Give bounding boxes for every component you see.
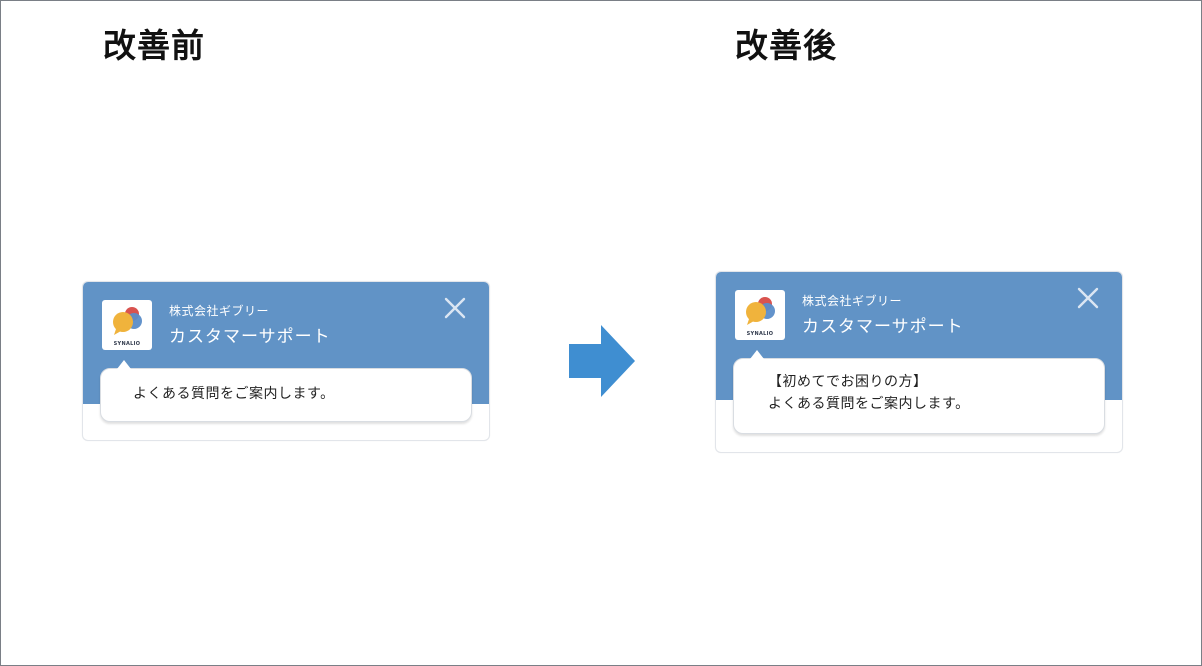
logo-wordmark: SYNALIO <box>113 341 141 347</box>
chat-widget-after: SYNALIO 株式会社ギブリー カスタマーサポート 【初めてでお困りの方】 よ… <box>715 271 1123 453</box>
before-heading: 改善前 <box>103 26 205 65</box>
bubble-tail <box>117 360 131 369</box>
message-line: よくある質問をご案内します。 <box>768 396 970 412</box>
message-bubble[interactable]: よくある質問をご案内します。 <box>100 360 472 422</box>
company-name: 株式会社ギブリー <box>802 294 903 308</box>
close-icon[interactable] <box>443 296 467 320</box>
logo-speech-bubbles-icon <box>746 297 775 325</box>
message-bubble[interactable]: 【初めてでお困りの方】 よくある質問をご案内します。 <box>733 350 1105 434</box>
message-text: よくある質問をご案内します。 <box>133 383 335 405</box>
company-name: 株式会社ギブリー <box>169 304 270 318</box>
synalio-logo: SYNALIO <box>735 290 785 340</box>
service-name: カスタマーサポート <box>169 327 331 347</box>
bubble-tail <box>750 350 764 359</box>
service-name: カスタマーサポート <box>802 317 964 337</box>
synalio-logo: SYNALIO <box>102 300 152 350</box>
logo-speech-bubbles-icon <box>113 307 142 335</box>
logo-wordmark: SYNALIO <box>746 331 774 337</box>
chat-widget-before: SYNALIO 株式会社ギブリー カスタマーサポート よくある質問をご案内します… <box>82 281 490 441</box>
right-arrow-icon <box>569 325 635 397</box>
message-line: 【初めてでお困りの方】 <box>768 374 928 390</box>
close-icon[interactable] <box>1076 286 1100 310</box>
after-heading: 改善後 <box>735 26 837 65</box>
message-line: よくある質問をご案内します。 <box>133 386 335 402</box>
message-text: 【初めてでお困りの方】 よくある質問をご案内します。 <box>768 371 970 415</box>
